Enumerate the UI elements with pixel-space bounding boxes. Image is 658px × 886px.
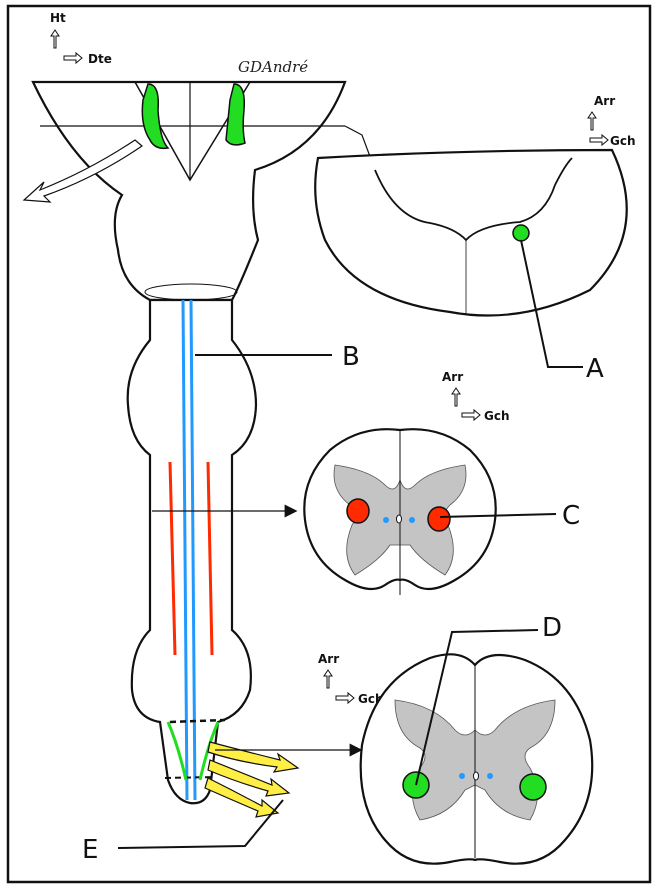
section-c-red-spot-right (428, 507, 450, 531)
cross-section-a: A (315, 150, 627, 384)
artist-signature: GDAndré (238, 58, 308, 76)
section-d-green-spot-right (520, 774, 546, 800)
section-d-blue-dot-right (487, 773, 493, 779)
orientation-main: Ht Dte (50, 11, 112, 66)
cross-section-d: D (361, 613, 593, 864)
arrow-up-icon (452, 388, 460, 406)
medulla-outline (33, 82, 345, 300)
section-c-blue-dot-left (383, 517, 389, 523)
label-b: B (342, 342, 360, 372)
arrow-right-icon (64, 53, 82, 63)
arrow-right-icon (462, 410, 480, 420)
cross-section-c: C (304, 429, 580, 595)
section-d-blue-dot-left (459, 773, 465, 779)
orientation-section-c: Arr Gch (442, 370, 510, 423)
section-c-blue-dot-right (409, 517, 415, 523)
orientation-right-label: Dte (88, 52, 112, 66)
label-d: D (542, 613, 562, 643)
label-e: E (82, 835, 98, 865)
section-c-central-canal (397, 515, 402, 523)
orientation-up-label: Arr (594, 94, 615, 108)
arrow-up-icon (51, 30, 59, 48)
orientation-right-label: Gch (484, 409, 510, 423)
arrow-up-icon (588, 112, 596, 130)
section-a-green-spot (513, 225, 529, 241)
arrow-right-icon (590, 135, 608, 145)
arrow-right-icon (336, 693, 354, 703)
spinal-cord-longitudinal (33, 82, 345, 803)
orientation-up-label: Arr (442, 370, 463, 384)
orientation-up-label: Ht (50, 11, 66, 25)
orientation-up-label: Arr (318, 652, 339, 666)
label-c: C (562, 501, 580, 531)
section-d-central-canal (474, 772, 479, 780)
label-a: A (586, 354, 604, 384)
section-a-outline (315, 150, 627, 316)
orientation-section-a: Arr Gch (588, 94, 636, 148)
orientation-section-d: Arr Gch (318, 652, 384, 706)
yellow-arrows (205, 742, 298, 817)
orientation-right-label: Gch (610, 134, 636, 148)
section-c-red-spot-left (347, 499, 369, 523)
arrow-up-icon (324, 670, 332, 688)
